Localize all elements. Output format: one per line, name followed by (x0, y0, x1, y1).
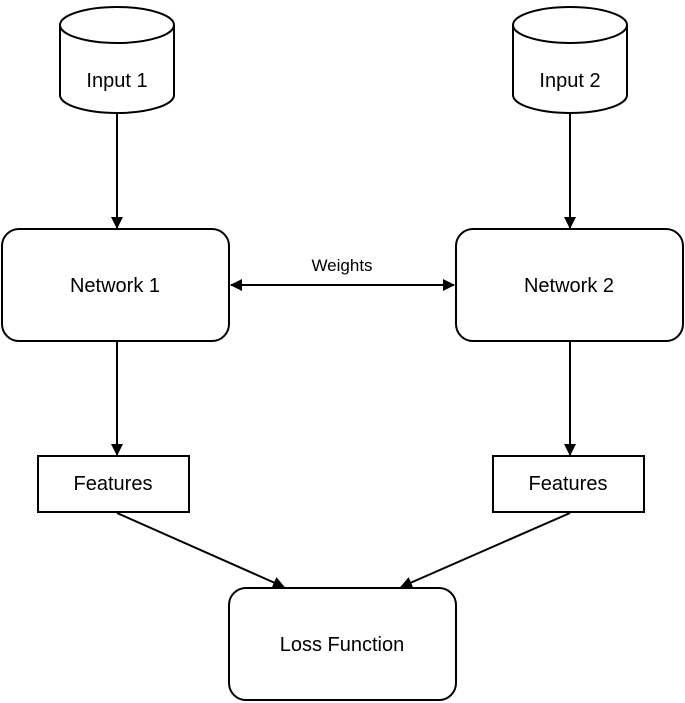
features-1-node: Features (37, 455, 190, 513)
features-1-label: Features (74, 473, 153, 495)
features-2-label: Features (529, 473, 608, 495)
network-2-node: Network 2 (455, 228, 684, 342)
network-1-label: Network 1 (70, 275, 160, 297)
weights-label: Weights (311, 256, 372, 275)
input-1-node: Input 1 (59, 6, 175, 114)
edge-features2-loss (400, 512, 571, 589)
features-2-node: Features (492, 455, 645, 513)
loss-function-label: Loss Function (280, 634, 405, 656)
input-1-label: Input 1 (86, 70, 147, 92)
network-1-node: Network 1 (1, 228, 230, 342)
loss-function-node: Loss Function (228, 587, 457, 701)
input-2-label: Input 2 (539, 70, 600, 92)
edge-features1-loss (116, 512, 285, 589)
network-2-label: Network 2 (524, 275, 614, 297)
input-2-node: Input 2 (512, 6, 628, 114)
